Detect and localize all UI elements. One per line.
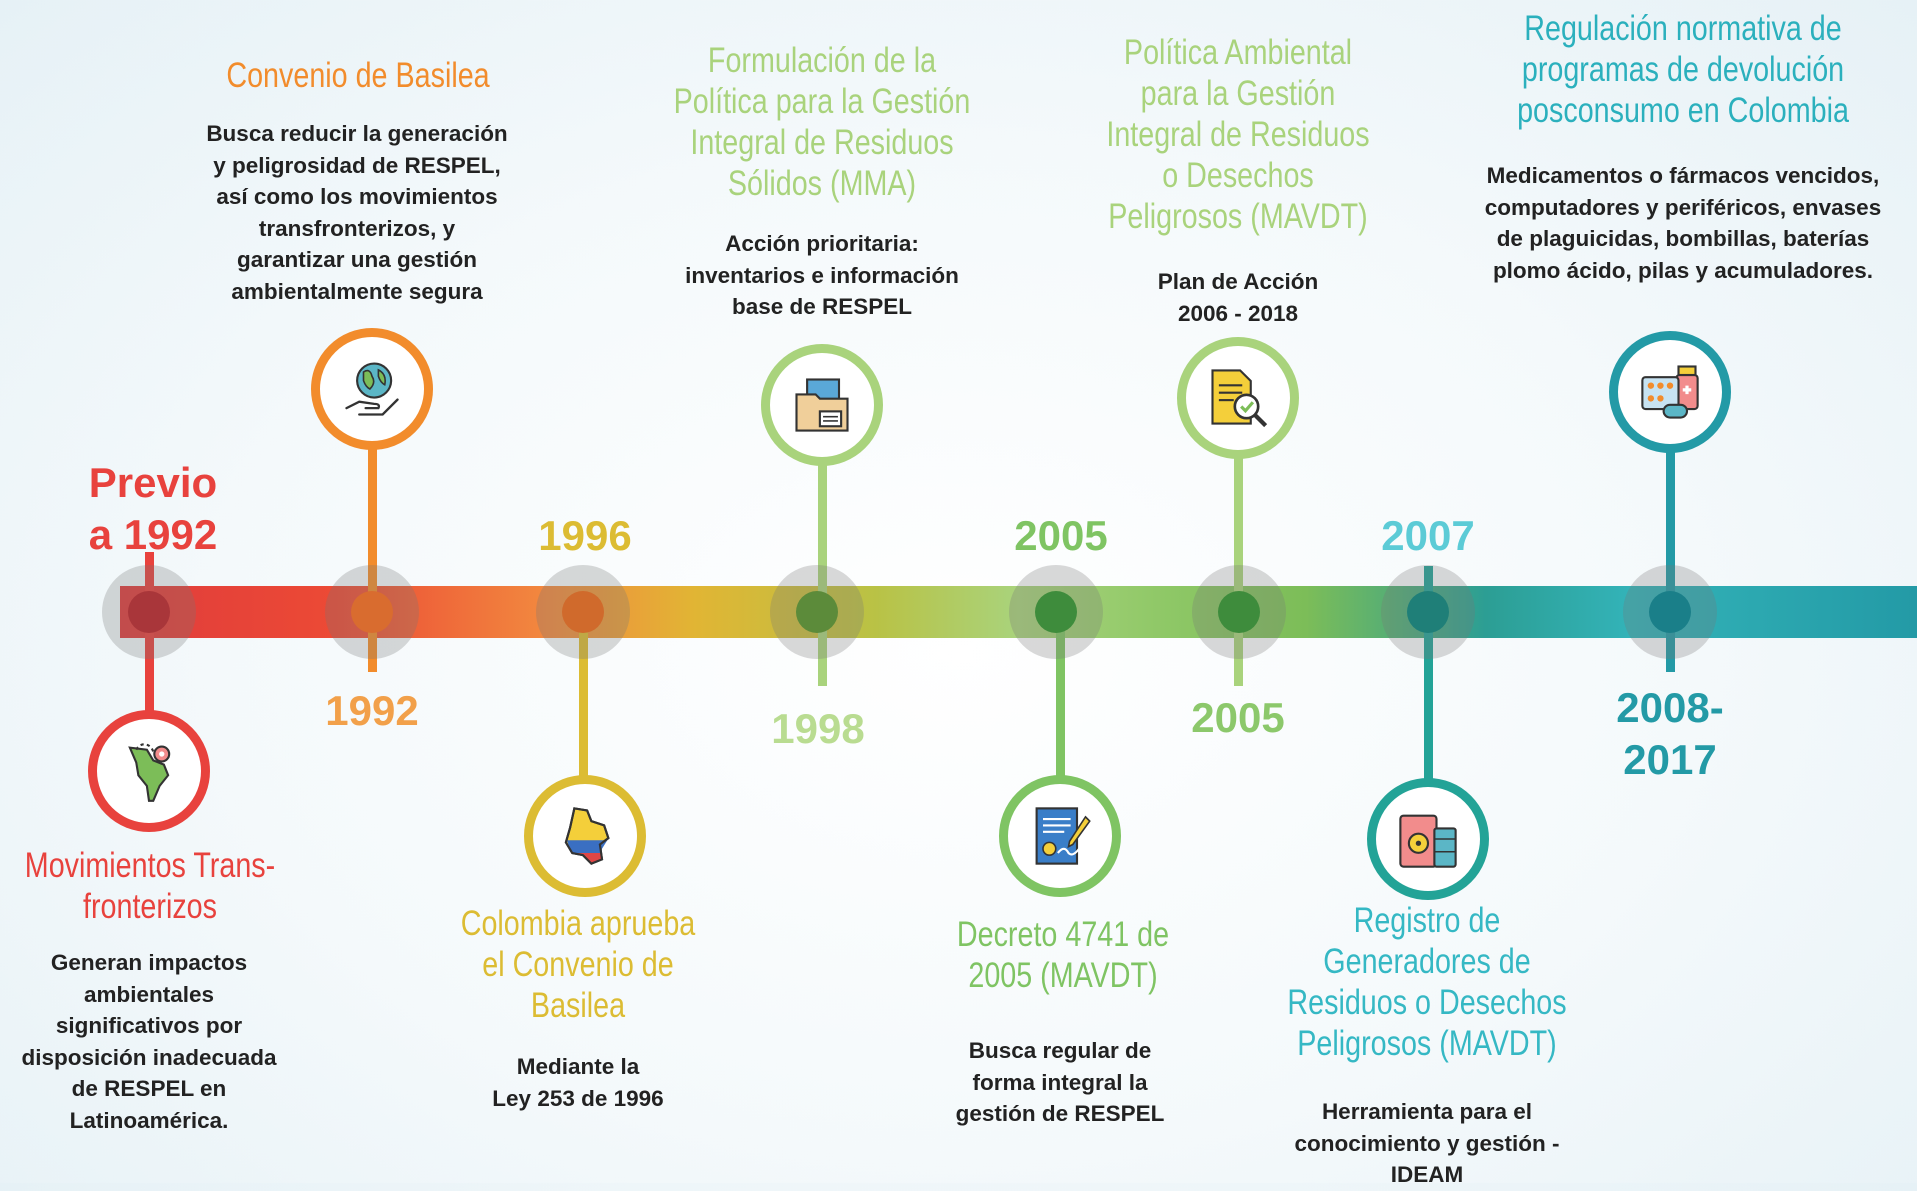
timeline-bar — [120, 586, 1917, 638]
event-icon-circle — [1609, 331, 1731, 453]
document-check-icon — [1211, 369, 1268, 428]
event-title: Formulación de la Política para la Gesti… — [673, 41, 971, 203]
connector-line — [1665, 436, 1675, 672]
event-year: 2007 — [1381, 512, 1475, 559]
connector-line — [144, 552, 154, 722]
timeline-node-core — [1218, 591, 1260, 633]
event-year: 2008- 2017 — [1616, 684, 1724, 783]
timeline-node-core — [562, 591, 604, 633]
timeline-node-core — [351, 591, 393, 633]
event-icon-circle — [88, 710, 210, 832]
connector-line — [1423, 566, 1433, 786]
event-description: Plan de Acción 2006 - 2018 — [1157, 269, 1319, 326]
event-year: 2005 — [1191, 694, 1285, 741]
connector-line — [817, 452, 827, 686]
event-icon-circle — [999, 775, 1121, 897]
timeline-node-core — [1407, 591, 1449, 633]
earth-hand-icon — [345, 362, 399, 416]
event-title: Decreto 4741 de 2005 (MAVDT) — [956, 915, 1170, 995]
event-title: Colombia aprueba el Convenio de Basilea — [460, 904, 696, 1025]
event-description: Busca reducir la generación y peligrosid… — [206, 121, 508, 304]
folder-icon — [795, 378, 849, 432]
signed-document-icon — [1035, 807, 1091, 865]
event-year: 1996 — [538, 512, 632, 559]
event-icon-circle — [761, 344, 883, 466]
hazard-barrel-icon — [1399, 814, 1457, 868]
colombia-map-icon — [564, 807, 610, 865]
event-year: 2005 — [1014, 512, 1108, 559]
event-title: Registro de Generadores de Residuos o De… — [1287, 901, 1567, 1063]
latin-america-map-icon — [128, 743, 171, 802]
event-description: Generan impactos ambientales significati… — [21, 950, 277, 1133]
medicine-icon — [1641, 365, 1699, 419]
connector-line — [1055, 612, 1065, 784]
event-title: Convenio de Basilea — [226, 56, 490, 95]
event-description: Busca regular de forma integral la gesti… — [955, 1038, 1165, 1126]
event-icon-circle — [311, 328, 433, 450]
event-year: Previo a 1992 — [88, 459, 218, 558]
connector-line — [367, 442, 377, 672]
event-title: Movimientos Trans- fronterizos — [24, 846, 276, 926]
timeline-node-core — [796, 591, 838, 633]
event-description: Mediante la Ley 253 de 1996 — [492, 1054, 664, 1111]
event-year: 1992 — [325, 687, 419, 734]
event-icon-circle — [1177, 337, 1299, 459]
event-title: Política Ambiental para la Gestión Integ… — [1106, 33, 1370, 236]
event-icon-circle — [524, 775, 646, 897]
event-description: Medicamentos o fármacos vencidos, comput… — [1484, 163, 1882, 283]
timeline-node-core — [1649, 591, 1691, 633]
event-year: 1998 — [771, 705, 865, 752]
connector-line — [1233, 446, 1243, 686]
event-title: Regulación normativa de programas de dev… — [1517, 9, 1849, 130]
event-description: Acción prioritaria: inventarios e inform… — [685, 231, 959, 319]
timeline-node-core — [1035, 591, 1077, 633]
event-description: Herramienta para el conocimiento y gesti… — [1294, 1099, 1560, 1187]
connector-line — [578, 612, 588, 782]
timeline-node-core — [128, 591, 170, 633]
event-icon-circle — [1367, 778, 1489, 900]
